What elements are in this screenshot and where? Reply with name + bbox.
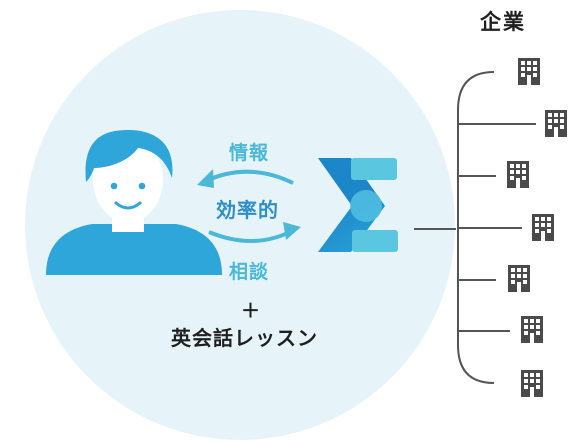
background-circle bbox=[25, 10, 455, 440]
arrow-left-icon bbox=[197, 169, 294, 188]
plus-label: ＋ bbox=[241, 300, 261, 322]
building-icon bbox=[532, 214, 554, 241]
efficiency-label: 効率的 bbox=[216, 198, 279, 222]
companies-label: 企業 bbox=[480, 10, 526, 34]
building-icon bbox=[521, 370, 543, 397]
building-icon bbox=[545, 110, 567, 137]
building-icon bbox=[508, 265, 530, 292]
information-label: 情報 bbox=[229, 142, 270, 164]
english-lessons-label: 英会話レッスン bbox=[171, 326, 318, 350]
building-icon bbox=[521, 316, 543, 343]
branch-lines bbox=[458, 123, 536, 332]
building-icon bbox=[507, 161, 529, 188]
building-icon bbox=[518, 58, 540, 85]
person-icon bbox=[46, 130, 222, 275]
sigma-logo-icon bbox=[318, 158, 398, 252]
consultation-label: 相談 bbox=[229, 261, 270, 283]
arrow-right-icon bbox=[208, 222, 301, 243]
